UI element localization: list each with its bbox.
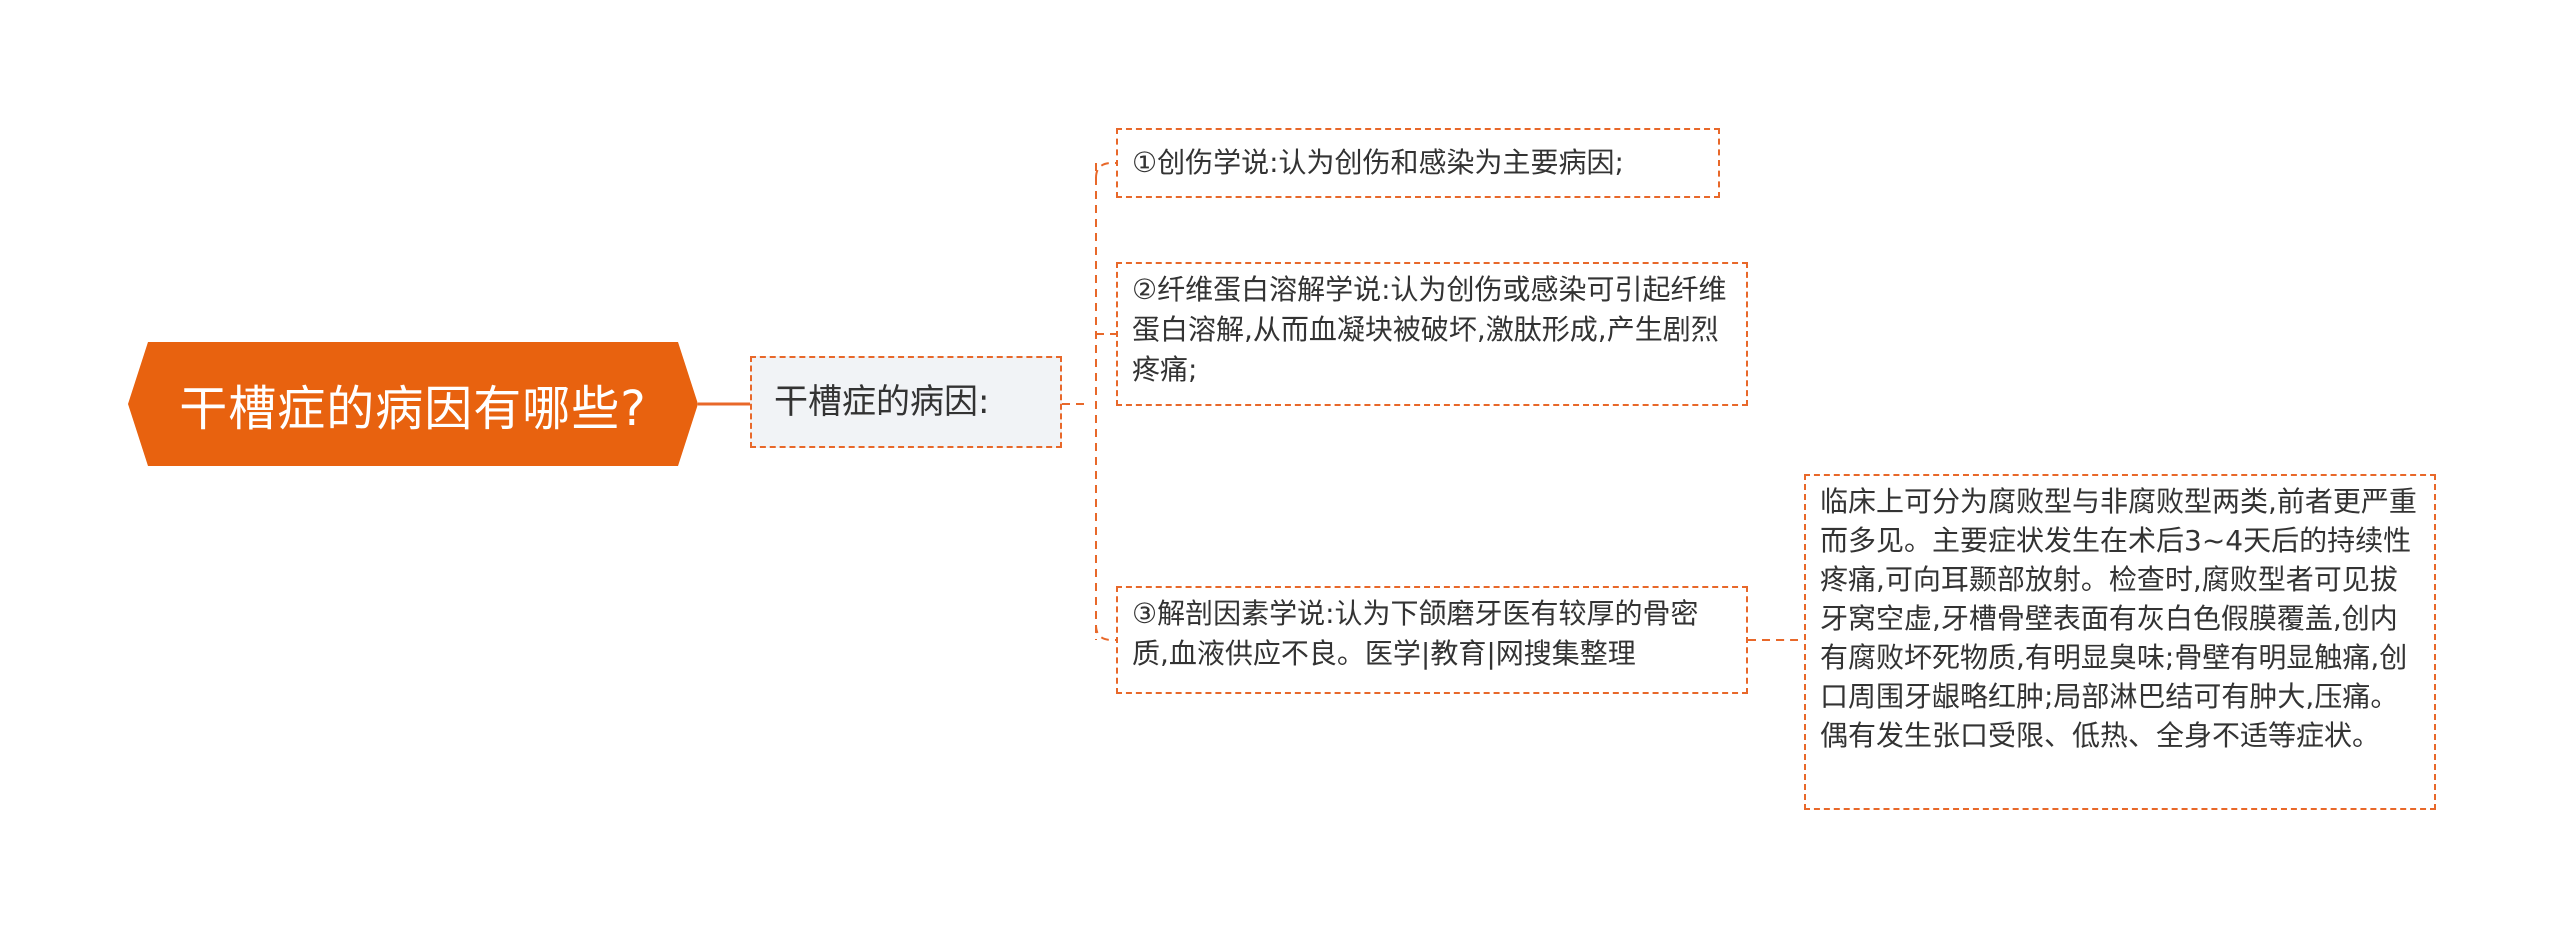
leaf-topic-fibrinolysis[interactable]: ②纤维蛋白溶解学说:认为创伤或感染可引起纤维蛋白溶解,从而血凝块被破坏,激肽形成… — [1116, 262, 1748, 406]
root-topic[interactable]: 干槽症的病因有哪些? — [128, 342, 698, 466]
sub-topic[interactable]: 干槽症的病因: — [750, 356, 1062, 448]
leaf-topic-label: ①创伤学说:认为创伤和感染为主要病因; — [1132, 146, 1624, 179]
leaf-topic-label: ②纤维蛋白溶解学说:认为创伤或感染可引起纤维蛋白溶解,从而血凝块被破坏,激肽形成… — [1132, 273, 1727, 386]
root-shape — [128, 342, 698, 466]
root-topic-label: 干槽症的病因有哪些? — [179, 381, 647, 437]
detail-topic-label: 临床上可分为腐败型与非腐败型两类,前者更严重而多见。主要症状发生在术后3~4天后… — [1820, 485, 2417, 752]
detail-topic-clinical[interactable]: 临床上可分为腐败型与非腐败型两类,前者更严重而多见。主要症状发生在术后3~4天后… — [1804, 474, 2436, 810]
connector-leaf-1 — [1095, 162, 1116, 179]
leaf-topic-anatomy[interactable]: ③解剖因素学说:认为下颌磨牙医有较厚的骨密质,血液供应不良。医学|教育|网搜集整… — [1116, 586, 1748, 694]
sub-topic-label: 干槽症的病因: — [774, 382, 990, 422]
leaf-topic-trauma[interactable]: ①创伤学说:认为创伤和感染为主要病因; — [1116, 128, 1720, 198]
leaf-topic-label: ③解剖因素学说:认为下颌磨牙医有较厚的骨密质,血液供应不良。医学|教育|网搜集整… — [1132, 597, 1699, 670]
connector-leaf-3 — [1095, 624, 1116, 641]
